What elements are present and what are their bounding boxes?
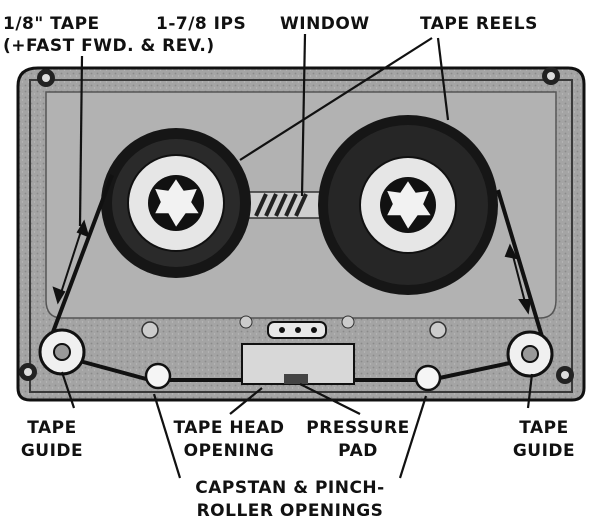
capstan-openings — [141, 321, 447, 392]
tape-speed-label: 1-7/8 IPS — [156, 14, 247, 34]
window-label: WINDOW — [280, 14, 370, 34]
capstan-label-line1: CAPSTAN & PINCH- — [195, 478, 385, 498]
leader-lines — [60, 33, 534, 479]
tape-head-opening-label-line1: TAPE HEAD — [173, 418, 285, 438]
window — [247, 191, 325, 219]
corner-screws — [19, 67, 574, 384]
right-tape-reel — [318, 115, 498, 295]
tape-head-area — [239, 315, 355, 385]
tape-head-opening-label-line2: OPENING — [183, 441, 275, 461]
tape-guide-right-label-line2: GUIDE — [512, 441, 576, 461]
pressure-pad-label-line2: PAD — [338, 441, 378, 461]
tape-width-label: 1/8" TAPE — [3, 14, 100, 34]
tape-guide-left-label-line1: TAPE — [27, 418, 77, 438]
fast-forward-reverse-label: (+FAST FWD. & REV.) — [3, 36, 215, 56]
pressure-pad-label-line1: PRESSURE — [306, 418, 410, 438]
direction-arrows — [52, 219, 532, 315]
capstan-label-line2: ROLLER OPENINGS — [196, 501, 384, 521]
tape-guide-right-label-line1: TAPE — [519, 418, 569, 438]
tape-reels-label: TAPE REELS — [420, 14, 538, 34]
tape-guide-left-label-line2: GUIDE — [20, 441, 84, 461]
left-tape-reel — [101, 128, 251, 278]
